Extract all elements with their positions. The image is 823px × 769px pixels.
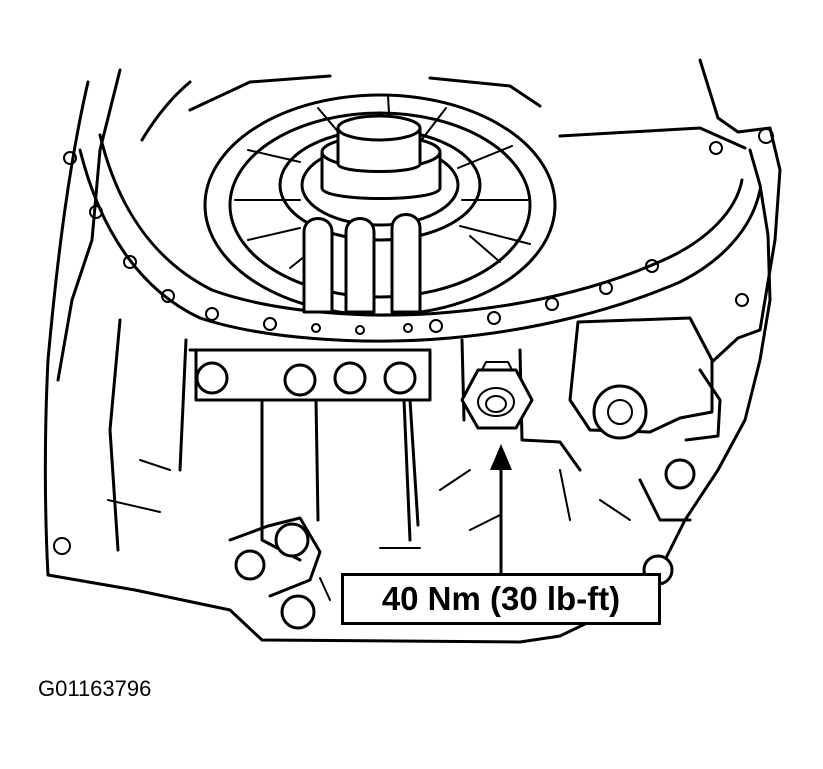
right-bracket (460, 316, 722, 586)
housing-left-edge (56, 68, 122, 382)
flange-outer (78, 148, 762, 343)
flange-bolt-holes (63, 128, 774, 335)
tube-fingers (302, 213, 422, 314)
lower-bosses (108, 318, 432, 562)
torque-callout: 40 Nm (30 lb-ft) (341, 573, 661, 625)
detail-strokes (107, 459, 631, 601)
drain-plug-bolt (460, 361, 534, 430)
up-arrow-icon (490, 444, 512, 573)
centre-hub (320, 114, 442, 200)
flange-top-edge (140, 80, 747, 150)
figure-id-label: G01163796 (38, 676, 152, 701)
left-lugs (53, 516, 322, 630)
flange-inner (98, 133, 744, 317)
housing-right-edge (698, 58, 782, 364)
